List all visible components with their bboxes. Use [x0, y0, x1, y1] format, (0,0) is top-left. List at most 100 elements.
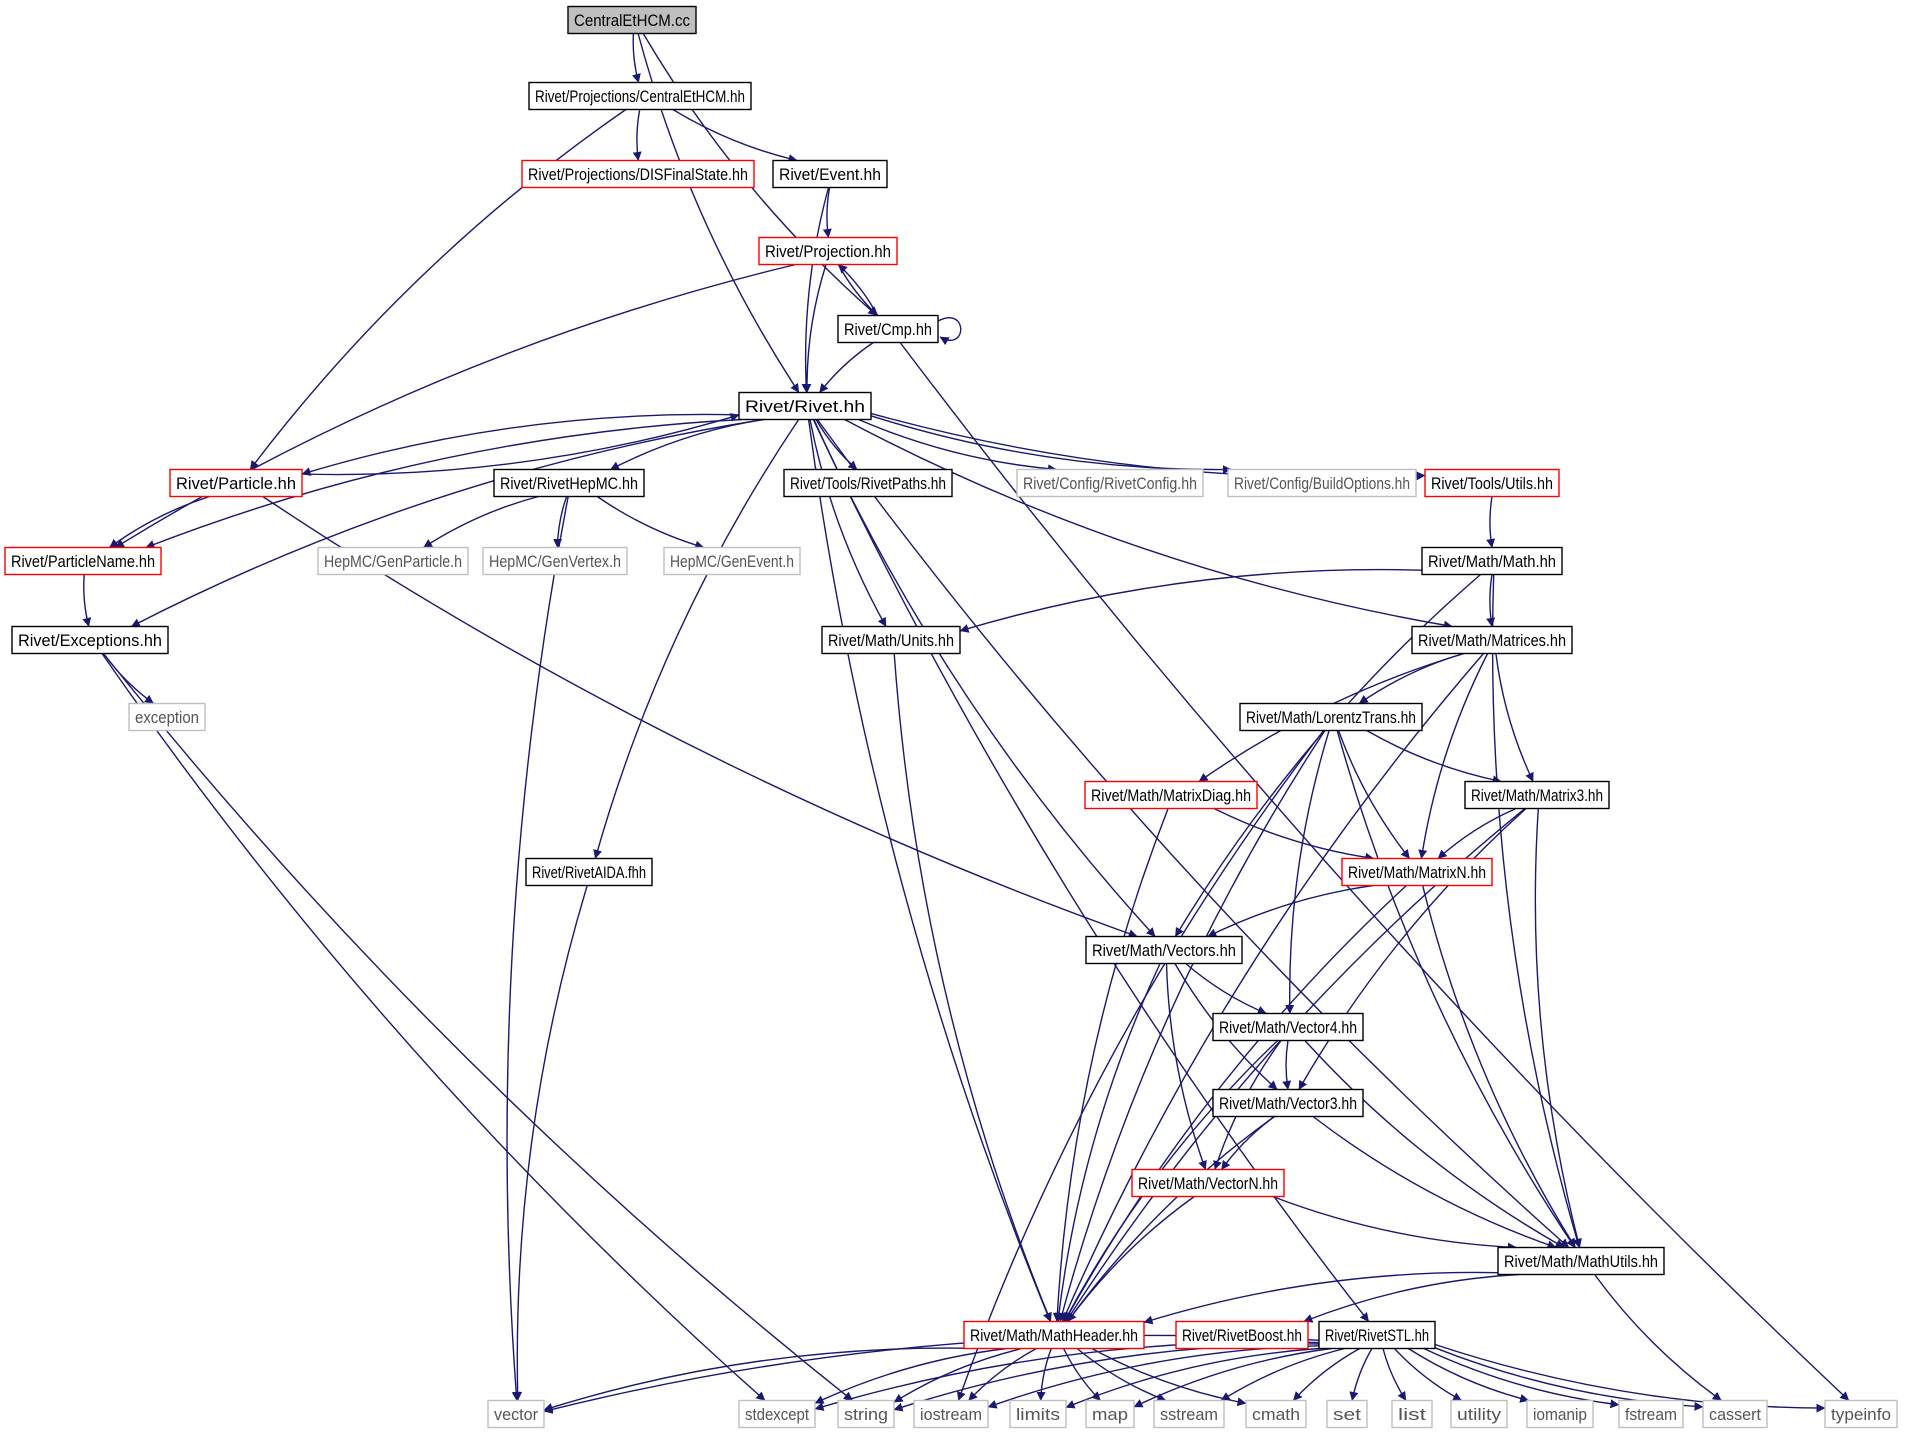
- file-nodes: CentralEtHCM.ccRivet/Projections/Central…: [4, 5, 1898, 1429]
- edge-rivetstl-to-utility: [1393, 1348, 1462, 1402]
- node-label: HepMC/GenVertex.h: [489, 552, 621, 571]
- edge-matrix3-to-vector3: [1298, 807, 1527, 1090]
- edge-rivet-to-buildoptions: [870, 415, 1232, 475]
- edge-rivethepmc-to-genvertex: [553, 496, 568, 548]
- edge-vectors-to-vectorn: [1165, 963, 1207, 1170]
- edge-mathmath-to-mathutils: [1491, 574, 1582, 1248]
- node-rivetstl[interactable]: Rivet/RivetSTL.hh: [1318, 1320, 1436, 1350]
- node-box: [1175, 1320, 1309, 1350]
- node-units[interactable]: Rivet/Math/Units.hh: [821, 625, 961, 655]
- node-box: [821, 625, 961, 655]
- edge-proj_cent-to-event: [672, 108, 798, 163]
- node-box: [1450, 1399, 1508, 1429]
- node-label: Rivet/Event.hh: [779, 165, 881, 184]
- edge-rivet-to-matrices: [844, 418, 1453, 630]
- node-box: [837, 1399, 895, 1429]
- node-label: HepMC/GenParticle.h: [324, 552, 462, 571]
- node-exceptions[interactable]: Rivet/Exceptions.hh: [11, 625, 169, 655]
- node-string: string: [837, 1399, 895, 1429]
- node-label: Rivet/RivetBoost.hh: [1182, 1326, 1302, 1345]
- edge-exceptions-to-stdexcept: [101, 653, 766, 1402]
- edge-rivet-to-mathheader: [807, 419, 1052, 1322]
- edge-vectorn-to-mathutils: [1272, 1195, 1517, 1252]
- edge-vectorn-to-mathheader: [1067, 1195, 1195, 1322]
- node-box: [128, 702, 206, 732]
- node-projection[interactable]: Rivet/Projection.hh: [758, 236, 898, 266]
- edge-vector3-to-mathutils: [1312, 1115, 1557, 1249]
- edge-rivet-to-rivetpaths: [815, 419, 858, 471]
- node-rivetpaths[interactable]: Rivet/Tools/RivetPaths.hh: [783, 468, 953, 498]
- node-utils[interactable]: Rivet/Tools/Utils.hh: [1424, 468, 1560, 498]
- node-label: sstream: [1160, 1405, 1218, 1424]
- node-label: Rivet/Cmp.hh: [844, 320, 932, 339]
- node-particlename[interactable]: Rivet/ParticleName.hh: [4, 546, 162, 576]
- edge-event-to-rivet: [801, 187, 830, 393]
- node-box: [1009, 1399, 1067, 1429]
- node-box: [1464, 780, 1610, 810]
- edge-rivetstl-to-fstream: [1423, 1347, 1620, 1409]
- edge-rivethepmc-to-genevent: [596, 495, 705, 550]
- node-buildoptions: Rivet/Config/BuildOptions.hh: [1227, 468, 1417, 498]
- node-particle[interactable]: Rivet/Particle.hh: [169, 468, 303, 498]
- node-proj_dis[interactable]: Rivet/Projections/DISFinalState.hh: [521, 159, 755, 189]
- node-box: [4, 546, 162, 576]
- node-box: [738, 1399, 816, 1429]
- edge-matrices-to-matrix3: [1495, 653, 1534, 782]
- node-mathheader[interactable]: Rivet/Math/MathHeader.hh: [963, 1320, 1145, 1350]
- node-label: cassert: [1709, 1405, 1761, 1424]
- node-box: [837, 314, 939, 344]
- node-label: Rivet/Projection.hh: [765, 242, 891, 261]
- node-rivet[interactable]: Rivet/Rivet.hh: [738, 391, 872, 421]
- node-box: [1424, 468, 1560, 498]
- node-box: [317, 546, 469, 576]
- node-matrixn[interactable]: Rivet/Math/MatrixN.hh: [1341, 857, 1493, 887]
- node-box: [11, 625, 169, 655]
- node-aida[interactable]: Rivet/RivetAIDA.fhh: [525, 857, 653, 887]
- node-mathmath[interactable]: Rivet/Math/Math.hh: [1421, 546, 1563, 576]
- node-label: vector: [494, 1405, 538, 1424]
- node-vector3[interactable]: Rivet/Math/Vector3.hh: [1212, 1088, 1364, 1118]
- node-box: [1245, 1399, 1307, 1429]
- node-label: Rivet/Math/MathHeader.hh: [970, 1326, 1138, 1345]
- edge-mathheader-to-sstream: [1076, 1347, 1167, 1402]
- node-matrix3[interactable]: Rivet/Math/Matrix3.hh: [1464, 780, 1610, 810]
- node-lorentz[interactable]: Rivet/Math/LorentzTrans.hh: [1239, 702, 1423, 732]
- node-event[interactable]: Rivet/Event.hh: [772, 159, 888, 189]
- node-label: Rivet/Tools/RivetPaths.hh: [790, 474, 946, 493]
- node-proj_cent[interactable]: Rivet/Projections/CentralEtHCM.hh: [528, 81, 752, 111]
- node-vectorn[interactable]: Rivet/Math/VectorN.hh: [1131, 1168, 1285, 1198]
- edge-cmp-to-typeinfo: [899, 342, 1850, 1402]
- node-box: [487, 1399, 545, 1429]
- node-label: Rivet/Math/Vector4.hh: [1219, 1018, 1357, 1037]
- node-label: Rivet/Math/MatrixDiag.hh: [1091, 786, 1251, 805]
- edge-vector3-to-mathheader: [1067, 1115, 1275, 1322]
- edge-particle-to-particlename: [109, 495, 210, 549]
- edge-rivetstl-to-limits: [1065, 1347, 1320, 1409]
- node-label: Rivet/Math/Units.hh: [828, 631, 954, 650]
- node-mathutils[interactable]: Rivet/Math/MathUtils.hh: [1497, 1246, 1665, 1276]
- node-vectors[interactable]: Rivet/Math/Vectors.hh: [1085, 935, 1243, 965]
- node-label: Rivet/Math/LorentzTrans.hh: [1246, 708, 1416, 727]
- edge-rivet-to-units: [809, 419, 887, 627]
- edge-matrixdiag-to-mathheader: [1052, 808, 1169, 1322]
- node-box: [783, 468, 953, 498]
- node-box: [1212, 1012, 1364, 1042]
- node-rivethepmc[interactable]: Rivet/RivetHepMC.hh: [493, 468, 645, 498]
- node-box: [1016, 468, 1204, 498]
- edge-cmp-to-rivet: [819, 341, 874, 393]
- node-matrixdiag[interactable]: Rivet/Math/MatrixDiag.hh: [1084, 780, 1258, 810]
- node-box: [1497, 1246, 1665, 1276]
- node-root[interactable]: CentralEtHCM.cc: [567, 5, 697, 35]
- node-matrices[interactable]: Rivet/Math/Matrices.hh: [1411, 625, 1573, 655]
- node-box: [567, 5, 697, 35]
- node-vector4[interactable]: Rivet/Math/Vector4.hh: [1212, 1012, 1364, 1042]
- edge-rivetstl-to-typeinfo: [1434, 1343, 1826, 1413]
- node-box: [1618, 1399, 1684, 1429]
- node-box: [1391, 1399, 1433, 1429]
- node-rivetboost[interactable]: Rivet/RivetBoost.hh: [1175, 1320, 1309, 1350]
- node-cmp[interactable]: Rivet/Cmp.hh: [837, 314, 939, 344]
- edge-mathutils-to-rivetboost: [1303, 1273, 1520, 1323]
- node-iostream: iostream: [913, 1399, 989, 1429]
- node-genevent: HepMC/GenEvent.h: [663, 546, 801, 576]
- node-box: [169, 468, 303, 498]
